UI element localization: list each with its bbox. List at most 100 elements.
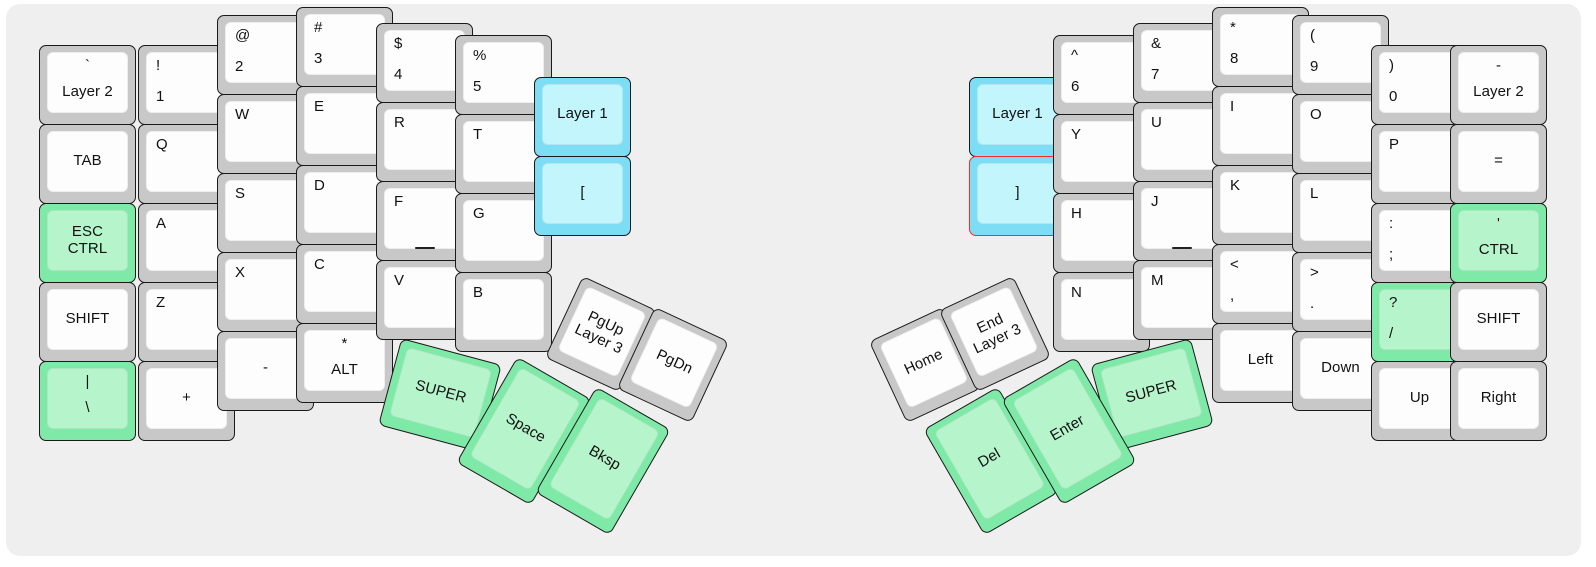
key-legend-top: <	[1230, 256, 1239, 273]
key-legend-top: *	[341, 335, 348, 352]
key-legend-main: 5	[473, 78, 482, 96]
key-legend-main: \	[85, 398, 90, 416]
key-legend-main: 7	[1151, 66, 1160, 84]
keycap: Down	[1300, 338, 1381, 399]
key-left-hand-matrix-pinky-outer-3[interactable]: SHIFT	[39, 282, 136, 362]
key-legend-top: H	[1071, 205, 1082, 222]
key-left-hand-matrix-index-inner-0[interactable]: %5	[455, 35, 552, 115]
key-right-hand-matrix-pinky-outer-3[interactable]: SHIFT	[1450, 282, 1547, 362]
keycap: U	[1141, 109, 1222, 170]
key-right-hand-matrix-pinky-outer-2[interactable]: 'CTRL	[1450, 203, 1547, 283]
key-right-hand-matrix-inner-extra-1[interactable]: ]	[969, 156, 1066, 236]
key-legend-main: .	[1310, 295, 1315, 313]
key-left-hand-matrix-pinky-outer-0[interactable]: `Layer 2	[39, 45, 136, 125]
key-legend-main: Space	[502, 409, 549, 447]
keycap: X	[225, 259, 306, 320]
key-legend-top: O	[1310, 106, 1322, 123]
key-legend-top: @	[235, 27, 251, 44]
key-legend-top: G	[473, 205, 485, 222]
key-legend-top: >	[1310, 264, 1319, 281]
key-legend-top: Y	[1071, 126, 1082, 143]
key-legend-main: ;	[1389, 246, 1394, 264]
keycap: =	[1458, 131, 1539, 192]
keycap: P	[1379, 131, 1460, 192]
keycap: A	[146, 210, 227, 271]
key-legend-top: J	[1151, 193, 1159, 210]
keycap: ESC CTRL	[47, 210, 128, 271]
key-legend-top: U	[1151, 114, 1162, 131]
key-legend-main: TAB	[73, 152, 102, 170]
keycap: -	[225, 338, 306, 399]
key-left-hand-matrix-pinky-outer-1[interactable]: TAB	[39, 124, 136, 204]
key-left-hand-matrix-inner-extra-1[interactable]: [	[534, 156, 631, 236]
key-legend-top: ^	[1071, 47, 1079, 64]
keycap: ?/	[1379, 289, 1460, 350]
keycap: [	[542, 163, 623, 224]
key-left-hand-matrix-index-1[interactable]: R	[376, 102, 473, 182]
keycap: SHIFT	[47, 289, 128, 350]
keycap: Up	[1379, 368, 1460, 429]
key-legend-top: #	[314, 19, 323, 36]
key-left-hand-matrix-index-inner-1[interactable]: T	[455, 114, 552, 194]
key-legend-main: ]	[1015, 184, 1020, 202]
key-legend-main: 1	[156, 88, 165, 106]
key-legend-main: PgDn	[653, 346, 696, 378]
keycap: Layer 1	[542, 84, 623, 145]
key-legend-main: =	[1494, 152, 1503, 170]
key-legend-top: A	[156, 215, 167, 232]
key-legend-main: 6	[1071, 78, 1080, 96]
key-legend-main: Home	[901, 345, 946, 379]
key-legend-top: B	[473, 284, 484, 301]
key-right-hand-matrix-inner-extra-0[interactable]: Layer 1	[969, 77, 1066, 157]
key-legend-top: |	[85, 373, 90, 390]
key-left-hand-matrix-pinky-4[interactable]: +	[138, 361, 235, 441]
key-legend-main: +	[182, 389, 191, 407]
keycap: TAB	[47, 131, 128, 192]
key-legend-top: K	[1230, 177, 1241, 194]
key-left-hand-matrix-index-inner-3[interactable]: B	[455, 272, 552, 352]
key-legend-main: Left	[1247, 351, 1274, 369]
keycap: I	[1220, 93, 1301, 154]
key-legend-main: Layer 2	[62, 82, 113, 100]
key-legend-top: (	[1310, 27, 1316, 44]
key-legend-main: 0	[1389, 88, 1398, 106]
keycap: * ALT	[304, 330, 385, 391]
key-right-hand-matrix-pinky-outer-0[interactable]: -Layer 2	[1450, 45, 1547, 125]
key-legend-top: V	[394, 272, 405, 289]
key-left-hand-matrix-inner-extra-0[interactable]: Layer 1	[534, 77, 631, 157]
homing-bar-icon	[1171, 247, 1192, 249]
keycap: V	[384, 267, 465, 328]
key-legend-top: *	[1230, 19, 1236, 36]
keycap: Y	[1061, 121, 1142, 182]
key-legend-top: Z	[156, 294, 166, 311]
keycap: O	[1300, 101, 1381, 162]
keycap: F	[384, 188, 465, 249]
key-right-hand-matrix-pinky-outer-4[interactable]: Right	[1450, 361, 1547, 441]
keycap: *8	[1220, 14, 1301, 75]
key-legend-main: [	[580, 184, 585, 202]
keycap: S	[225, 180, 306, 241]
key-right-hand-matrix-pinky-outer-1[interactable]: =	[1450, 124, 1547, 204]
key-legend-main: 3	[314, 50, 323, 68]
key-legend-top: $	[394, 35, 403, 52]
key-left-hand-matrix-pinky-outer-2[interactable]: ESC CTRL	[39, 203, 136, 283]
keycap: SHIFT	[1458, 289, 1539, 350]
keycap: Z	[146, 289, 227, 350]
keycap: C	[304, 251, 385, 312]
key-left-hand-matrix-pinky-outer-4[interactable]: |\	[39, 361, 136, 441]
key-right-hand-matrix-middle-0[interactable]: *8	[1212, 7, 1309, 87]
key-legend-main: -	[262, 359, 269, 377]
key-legend-main: ALT	[331, 360, 358, 378]
key-legend-main: ,	[1230, 287, 1235, 305]
key-legend-top: T	[473, 126, 483, 143]
key-legend-top: Q	[156, 136, 168, 153]
key-legend-top: M	[1151, 272, 1164, 289]
keycap: %5	[463, 42, 544, 103]
key-legend-top: :	[1389, 215, 1394, 232]
keycap: PgDn	[629, 316, 719, 409]
key-legend-top: &	[1151, 35, 1162, 52]
keycap: J	[1141, 188, 1222, 249]
key-legend-top: )	[1389, 57, 1395, 74]
key-legend-main: Del	[975, 444, 1004, 472]
